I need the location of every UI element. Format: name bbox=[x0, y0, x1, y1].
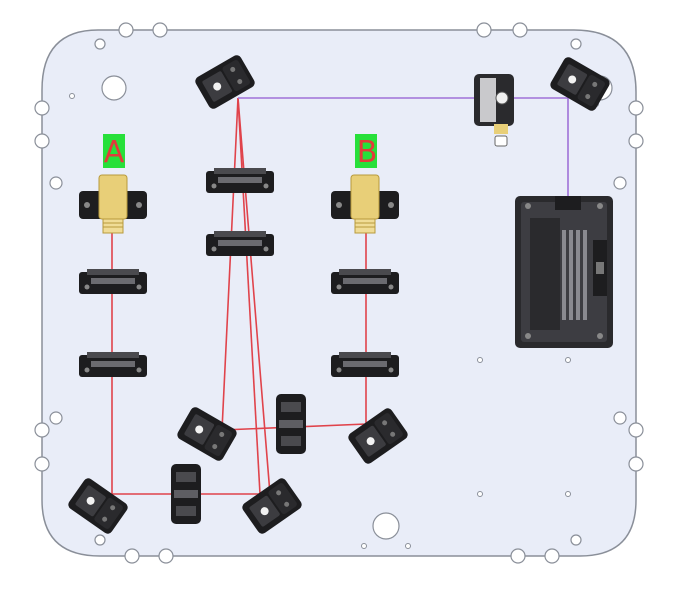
label-b-text: B bbox=[357, 135, 378, 170]
photodiode-icon bbox=[474, 74, 514, 147]
lens-mount-icon bbox=[79, 269, 147, 294]
beam-splitter-icon bbox=[276, 394, 306, 454]
label-a-text: A bbox=[104, 135, 125, 170]
plate-edge-notches bbox=[34, 22, 644, 564]
lens-mount-icon bbox=[206, 168, 274, 193]
lens-mount-icon bbox=[206, 231, 274, 256]
label-b: B bbox=[355, 134, 377, 170]
purple-beam-path bbox=[238, 97, 569, 200]
lens-mount-icon bbox=[79, 352, 147, 377]
lens-mount-icon bbox=[331, 352, 399, 377]
beam-splitter-icon bbox=[171, 464, 201, 524]
label-a: A bbox=[103, 134, 125, 170]
detector-icon bbox=[515, 196, 613, 348]
lens-mount-icon bbox=[331, 269, 399, 294]
